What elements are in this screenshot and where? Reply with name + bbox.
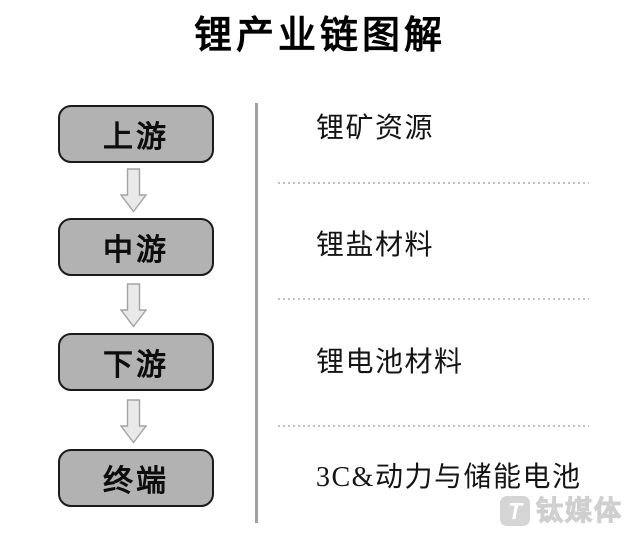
stage-box-upstream: 上游 <box>58 105 214 163</box>
stage-label-midstream: 中游 <box>103 234 169 267</box>
detail-lithium-ore-resources: 锂矿资源 <box>316 113 435 144</box>
dotted-separator <box>278 298 589 300</box>
detail-lithium-battery-materials: 锂电池材料 <box>316 347 464 378</box>
down-arrow-icon <box>120 168 147 213</box>
dotted-separator <box>278 425 589 427</box>
stage-label-terminal: 终端 <box>103 465 169 498</box>
diagram-title: 锂产业链图解 <box>193 15 446 57</box>
detail-3c-power-storage-batteries: 3C&动力与储能电池 <box>316 462 582 493</box>
stage-label-upstream: 上游 <box>103 121 169 154</box>
dotted-separator <box>278 182 589 184</box>
down-arrow-icon <box>120 399 147 444</box>
stage-box-downstream: 下游 <box>58 333 214 391</box>
down-arrow-icon <box>120 283 147 328</box>
stage-label-downstream: 下游 <box>103 349 169 382</box>
stage-box-midstream: 中游 <box>58 218 214 276</box>
tmtpost-logo-icon: T <box>500 496 530 526</box>
watermark-text: 钛媒体 <box>536 496 623 527</box>
watermark-tmtpost: T 钛媒体 <box>500 496 623 527</box>
stage-box-terminal: 终端 <box>58 449 214 507</box>
detail-lithium-salt-materials: 锂盐材料 <box>316 230 435 261</box>
vertical-divider <box>255 103 258 523</box>
